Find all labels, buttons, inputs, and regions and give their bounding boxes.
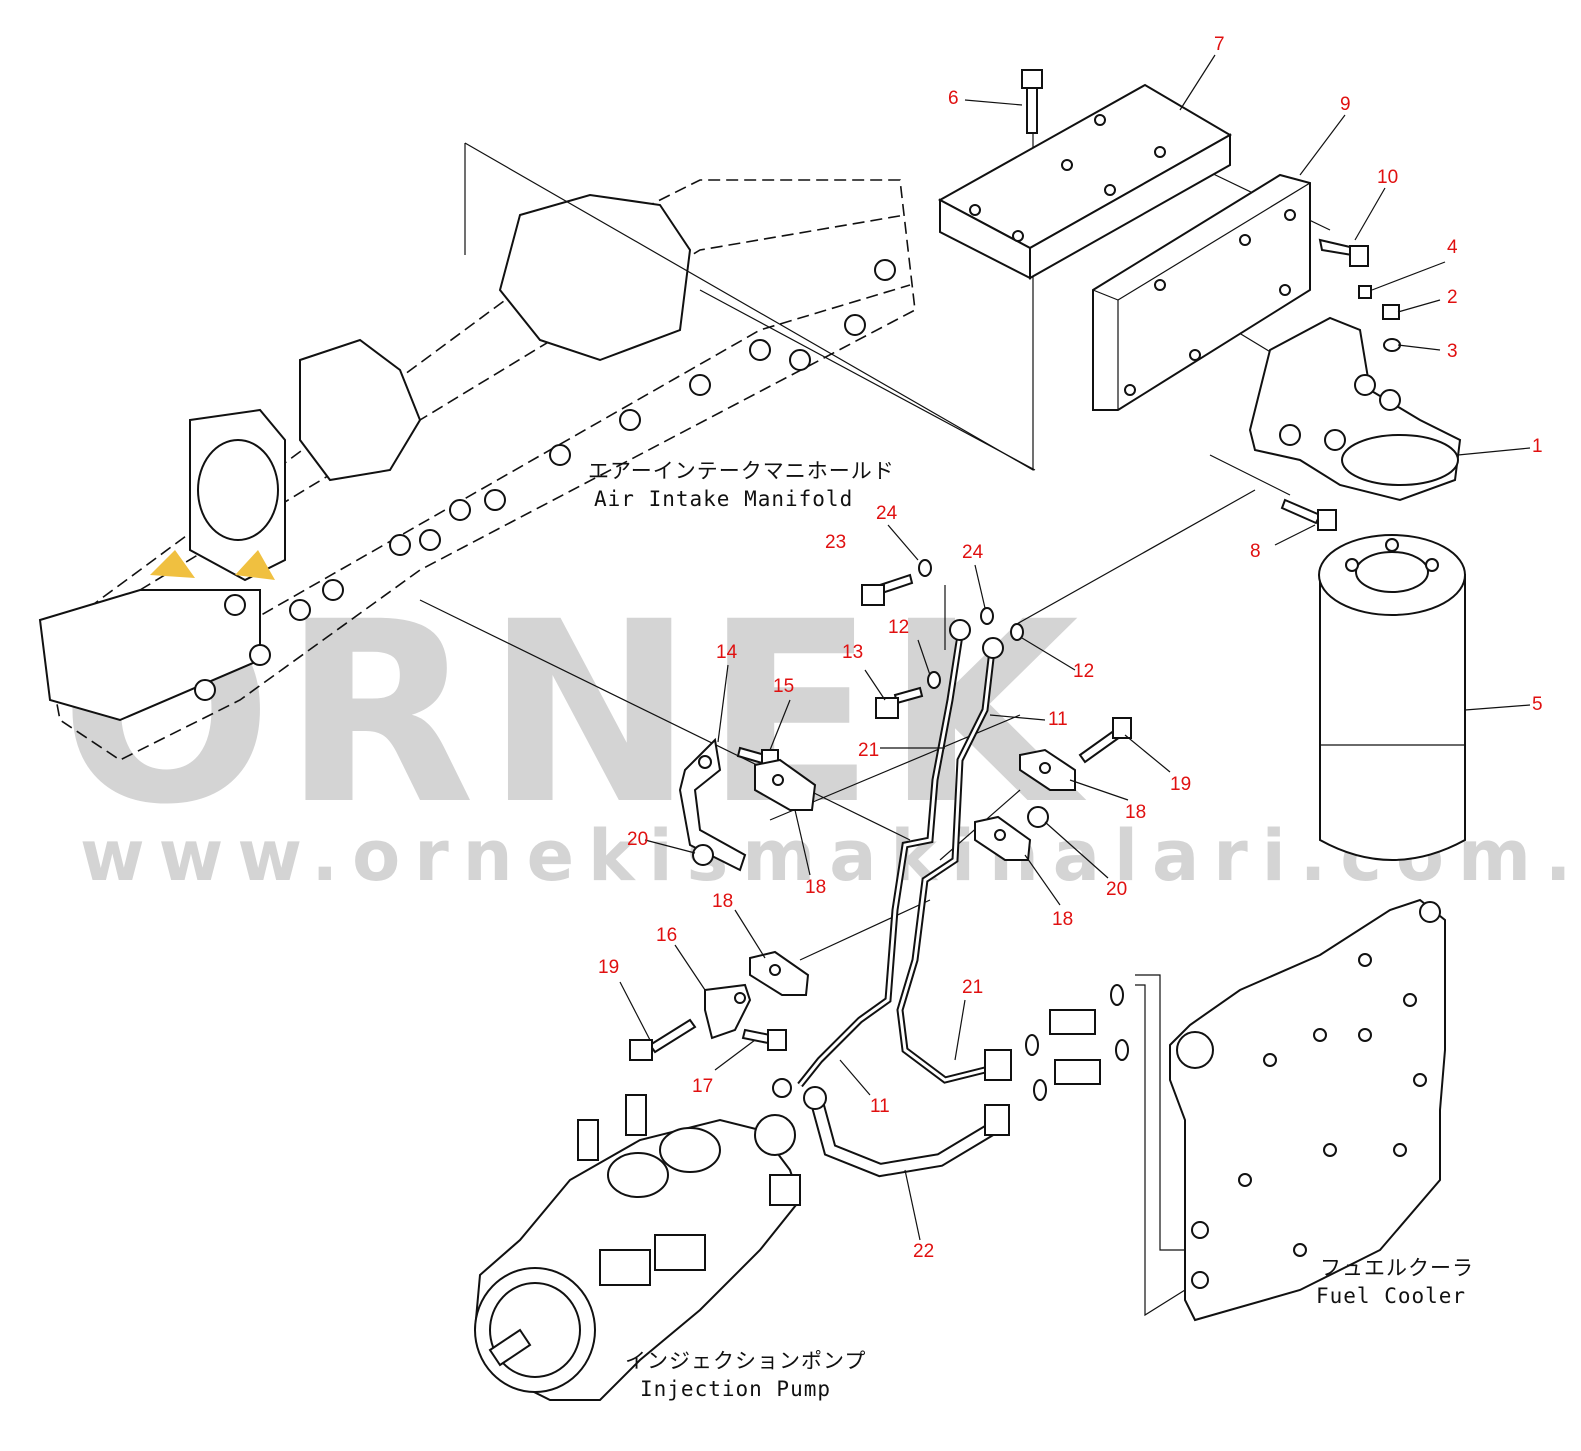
callout-13: 13 <box>842 642 863 663</box>
label-fuel-cooler-en: Fuel Cooler <box>1316 1284 1466 1308</box>
pipe-11-upper <box>896 649 996 1084</box>
fuel-filter-5 <box>1318 534 1466 861</box>
accent-mark <box>150 550 275 580</box>
callout-20a: 20 <box>627 829 648 850</box>
callout-23: 23 <box>825 532 846 553</box>
callout-6: 6 <box>948 88 959 109</box>
callout-12a: 12 <box>888 617 909 638</box>
callout-18c: 18 <box>1052 909 1073 930</box>
callout-21b: 21 <box>962 977 983 998</box>
callout-24a: 24 <box>876 503 898 524</box>
plate-9 <box>1092 173 1311 411</box>
callout-11a: 11 <box>1048 709 1068 730</box>
callout-24b: 24 <box>962 542 984 563</box>
callout-11b: 11 <box>870 1096 890 1117</box>
plate-7 <box>937 83 1233 280</box>
bolt-19b <box>629 1018 697 1061</box>
bolt-8 <box>1280 498 1337 531</box>
callout-2: 2 <box>1447 287 1458 308</box>
guide-lines <box>419 130 1331 1317</box>
callout-19a: 19 <box>1170 774 1191 795</box>
label-injection-pump-en: Injection Pump <box>640 1377 831 1401</box>
clamp-18a <box>754 758 817 811</box>
label-air-intake-en: Air Intake Manifold <box>594 487 853 511</box>
fuel-cooler <box>1169 898 1446 1322</box>
label-fuel-cooler-jp: フュエルクーラ <box>1320 1256 1474 1280</box>
callout-16: 16 <box>656 925 677 946</box>
callout-15: 15 <box>773 676 794 697</box>
callout-17: 17 <box>692 1076 713 1097</box>
callout-20b: 20 <box>1106 879 1127 900</box>
callout-18b: 18 <box>1125 802 1146 823</box>
small-parts-2-3-4-10 <box>1318 238 1401 352</box>
callout-19b: 19 <box>598 957 619 978</box>
callout-5: 5 <box>1532 694 1543 715</box>
callout-10: 10 <box>1377 167 1398 188</box>
callout-18d: 18 <box>712 891 733 912</box>
clamp-18b <box>1019 748 1076 791</box>
nut-20b <box>1027 806 1049 828</box>
bracket-14 <box>678 737 747 872</box>
bolt-23 <box>861 573 914 606</box>
bolt-6 <box>1021 69 1043 134</box>
bolt-17 <box>741 1028 787 1051</box>
bolt-13 <box>875 686 924 719</box>
fittings <box>772 619 1129 1110</box>
callout-22: 22 <box>913 1241 934 1262</box>
label-injection-pump-jp: インジェクションポンプ <box>625 1349 866 1373</box>
injection-pump <box>473 1094 802 1401</box>
label-air-intake-jp: エアーインテークマニホールド <box>588 459 895 483</box>
callout-21a: 21 <box>858 740 879 761</box>
callout-8: 8 <box>1250 541 1261 562</box>
callout-3: 3 <box>1447 341 1458 362</box>
bracket-16 <box>704 983 752 1040</box>
pipe-21-upper <box>797 634 964 1088</box>
bolt-19a <box>1078 717 1132 764</box>
callout-4: 4 <box>1447 237 1458 258</box>
washers-12-24 <box>918 559 1024 689</box>
leader-lines <box>619 54 1531 1241</box>
callout-7: 7 <box>1214 34 1225 55</box>
callout-9: 9 <box>1340 94 1351 115</box>
hose-22 <box>808 1093 1010 1178</box>
nut-20a <box>692 844 714 866</box>
callout-14: 14 <box>716 642 738 663</box>
callouts: 1 2 3 4 5 6 7 8 9 10 11 11 12 12 13 14 1… <box>598 34 1543 1262</box>
clamp-18d <box>749 950 810 996</box>
callout-18a: 18 <box>805 877 826 898</box>
air-intake-manifold <box>38 179 916 761</box>
filter-head-1 <box>1248 316 1462 502</box>
callout-12b: 12 <box>1073 661 1094 682</box>
callout-1: 1 <box>1532 436 1543 457</box>
